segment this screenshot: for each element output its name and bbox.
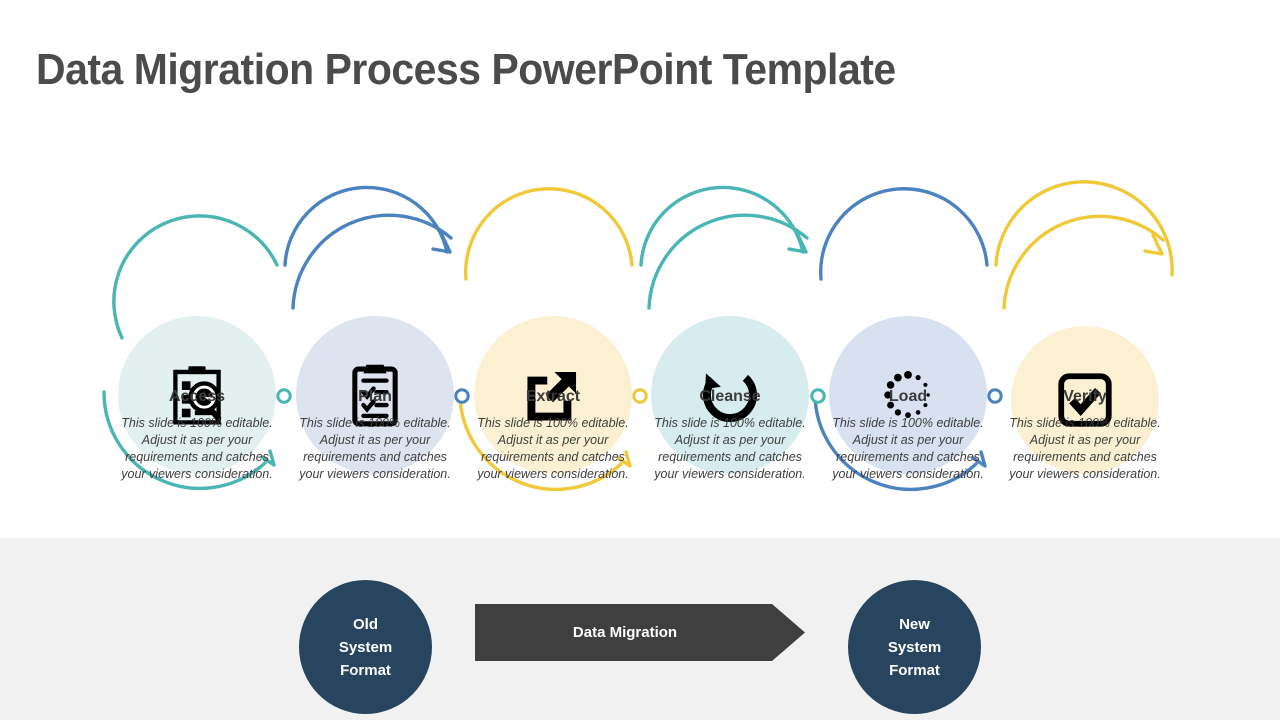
step-desc-load: This slide is 100% editable. Adjust it a… <box>832 416 984 481</box>
step-label-verify: Verify <box>1063 388 1107 405</box>
new-line-2: System <box>887 638 942 656</box>
step-circle-load[interactable] <box>829 316 987 474</box>
old-system-format-ellipse[interactable]: Old System Format <box>299 580 432 714</box>
checkbox-checked-icon <box>1058 373 1112 427</box>
old-system-format-label: Old System Format <box>339 613 392 682</box>
step-desc-plan: This slide is 100% editable. Adjust it a… <box>299 416 451 481</box>
page-title: Data Migration Process PowerPoint Templa… <box>36 45 896 94</box>
step-desc-access: This slide is 100% editable. Adjust it a… <box>121 416 273 481</box>
step-circle-plan[interactable] <box>296 316 454 474</box>
old-line-3: Format <box>340 661 391 679</box>
new-system-format-ellipse[interactable]: New System Format <box>848 580 981 714</box>
data-migration-banner[interactable]: Data Migration <box>475 604 805 661</box>
connector-arcs-layer <box>102 180 1174 492</box>
export-arrow-icon <box>527 371 577 421</box>
connector-plan-extract <box>283 185 453 310</box>
step-circle-verify[interactable] <box>1011 326 1159 474</box>
step-text-extract: Extract This slide is 100% editable. Adj… <box>473 388 633 483</box>
step-circle-access[interactable] <box>118 316 276 474</box>
connector-node-1 <box>276 388 292 404</box>
connector-extract-cleanse <box>458 187 634 492</box>
connector-load-verify <box>813 187 989 492</box>
step-desc-extract: This slide is 100% editable. Adjust it a… <box>477 416 629 481</box>
process-diagram: Access This slide is 100% editable. Adju… <box>0 130 1280 530</box>
step-label-access: Access <box>168 388 226 405</box>
step-label-plan: Plan <box>358 388 392 405</box>
refresh-rotate-icon <box>703 373 757 422</box>
step-label-cleanse: Cleanse <box>699 388 761 405</box>
step-text-access: Access This slide is 100% editable. Adju… <box>117 388 277 483</box>
step-desc-cleanse: This slide is 100% editable. Adjust it a… <box>654 416 806 481</box>
connector-cleanse-load <box>639 185 809 310</box>
step-label-extract: Extract <box>525 388 581 405</box>
step-text-verify: Verify This slide is 100% editable. Adju… <box>1005 388 1165 483</box>
old-line-1: Old <box>353 615 378 633</box>
step-circle-cleanse[interactable] <box>651 316 809 474</box>
old-line-2: System <box>338 638 393 656</box>
step-text-plan: Plan This slide is 100% editable. Adjust… <box>295 388 455 483</box>
loading-spinner-dots-icon <box>884 370 930 419</box>
clipboard-checklist-icon <box>352 364 398 427</box>
clipboard-magnifier-icon <box>173 366 222 425</box>
connector-node-3 <box>632 388 648 404</box>
connector-node-4 <box>810 388 826 404</box>
connector-verify-end <box>994 180 1174 310</box>
bottom-band: Old System Format Data Migration New Sys… <box>0 538 1280 720</box>
data-migration-label: Data Migration <box>572 624 678 641</box>
connector-node-5 <box>987 388 1003 404</box>
new-system-format-label: New System Format <box>888 613 941 682</box>
step-text-load: Load This slide is 100% editable. Adjust… <box>828 388 988 483</box>
banner-chevron-shape <box>475 604 805 661</box>
step-desc-verify: This slide is 100% editable. Adjust it a… <box>1009 416 1161 481</box>
new-line-1: New <box>899 615 930 633</box>
connector-access-plan <box>102 214 279 491</box>
step-text-cleanse: Cleanse This slide is 100% editable. Adj… <box>650 388 810 483</box>
new-line-3: Format <box>889 661 940 679</box>
connector-node-2 <box>454 388 470 404</box>
step-circle-extract[interactable] <box>474 316 632 474</box>
step-label-load: Load <box>888 388 928 405</box>
